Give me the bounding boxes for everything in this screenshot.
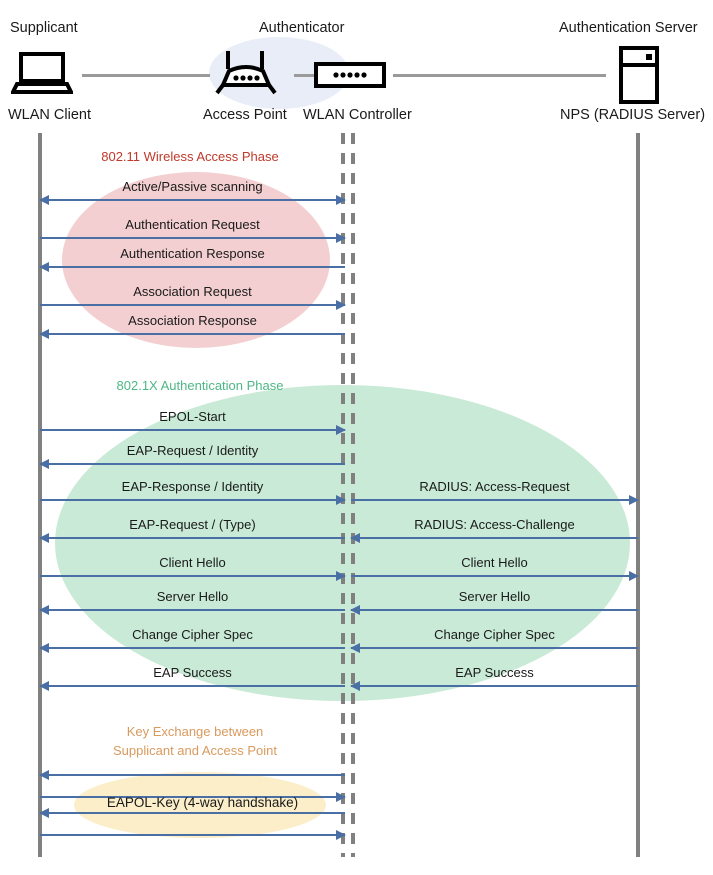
message-label: Association Request bbox=[133, 284, 252, 299]
message-row: Change Cipher Spec bbox=[350, 627, 638, 653]
arrowhead-right-icon bbox=[336, 425, 346, 435]
message-label: Change Cipher Spec bbox=[434, 627, 555, 642]
message-row: RADIUS: Access-Challenge bbox=[350, 517, 638, 543]
arrowhead-left-icon bbox=[350, 533, 360, 543]
actor-role-authenticator: Authenticator bbox=[259, 20, 345, 36]
actor-device-access-point: Access Point bbox=[203, 107, 287, 123]
phase-label-8021x: 802.1X Authentication Phase bbox=[116, 378, 284, 393]
message-row: Authentication Response bbox=[39, 246, 345, 272]
arrowhead-left-icon bbox=[39, 643, 49, 653]
message-row: EPOL-Start bbox=[40, 409, 346, 435]
message-row bbox=[40, 792, 346, 802]
phase-keyexchange-blob bbox=[74, 772, 326, 838]
message-row: Change Cipher Spec bbox=[39, 627, 345, 653]
actor-device-nps-radius-server: NPS (RADIUS Server) bbox=[560, 107, 706, 123]
message-row: EAP-Request / Identity bbox=[39, 443, 345, 469]
arrowhead-left-icon bbox=[39, 770, 49, 780]
message-label: Change Cipher Spec bbox=[132, 627, 253, 642]
wireless-access-point-icon bbox=[215, 49, 277, 95]
arrowhead-right-icon bbox=[336, 792, 346, 802]
message-label: RADIUS: Access-Challenge bbox=[414, 517, 575, 532]
message-label: EAP-Response / Identity bbox=[121, 479, 264, 494]
message-row: EAP-Response / Identity bbox=[40, 479, 346, 505]
phase-label-keyexchange-line2: Supplicant and Access Point bbox=[112, 743, 278, 758]
network-switch-icon bbox=[314, 62, 386, 88]
arrowhead-left-icon bbox=[39, 533, 49, 543]
message-label: Association Response bbox=[128, 313, 257, 328]
phase-80211-blob bbox=[62, 172, 330, 348]
message-label: Authentication Response bbox=[120, 246, 265, 261]
lifeline-supplicant bbox=[38, 133, 42, 857]
wire-ap-to-controller bbox=[294, 74, 314, 77]
arrowhead-left-icon bbox=[350, 643, 360, 653]
message-label: EAP-Request / (Type) bbox=[129, 517, 256, 532]
message-row: EAP-Request / (Type) bbox=[39, 517, 345, 543]
arrowhead-right-icon bbox=[336, 830, 346, 840]
arrowhead-left-icon bbox=[39, 329, 49, 339]
message-label: Server Hello bbox=[156, 589, 229, 604]
arrowhead-left-icon bbox=[39, 262, 49, 272]
message-label: EAP-Request / Identity bbox=[126, 443, 259, 458]
server-rack-icon bbox=[619, 46, 659, 104]
message-row: Server Hello bbox=[350, 589, 638, 615]
message-row: Association Request bbox=[40, 284, 346, 310]
message-row bbox=[40, 830, 346, 840]
arrowhead-left-icon bbox=[39, 605, 49, 615]
arrowhead-left-icon bbox=[350, 681, 360, 691]
actor-device-wlan-client: WLAN Client bbox=[8, 107, 91, 123]
keyexchange-blob-label: EAPOL-Key (4-way handshake) bbox=[106, 795, 299, 810]
arrowhead-right-icon bbox=[336, 233, 346, 243]
message-label: EAP Success bbox=[455, 665, 534, 680]
arrowhead-left-icon bbox=[350, 605, 360, 615]
actor-device-wlan-controller: WLAN Controller bbox=[303, 107, 412, 123]
actor-role-supplicant: Supplicant bbox=[10, 20, 78, 36]
wire-controller-to-server bbox=[393, 74, 606, 77]
message-label: Client Hello bbox=[159, 555, 226, 570]
message-row: RADIUS: Access-Request bbox=[351, 479, 639, 505]
message-row: Client Hello bbox=[351, 555, 639, 581]
arrowhead-right-icon bbox=[336, 495, 346, 505]
wire-client-to-ap bbox=[82, 74, 210, 77]
message-row bbox=[39, 808, 345, 818]
message-row: Active/Passive scanning bbox=[39, 179, 346, 205]
phase-label-80211: 802.11 Wireless Access Phase bbox=[101, 149, 279, 164]
arrowhead-right-icon bbox=[629, 571, 639, 581]
message-label: RADIUS: Access-Request bbox=[419, 479, 570, 494]
message-label: Authentication Request bbox=[125, 217, 260, 232]
arrowhead-right-icon bbox=[336, 571, 346, 581]
lifeline-wlan-controller bbox=[351, 133, 355, 857]
message-label: EPOL-Start bbox=[159, 409, 226, 424]
message-row: EAP Success bbox=[350, 665, 638, 691]
phase-label-keyexchange-line1: Key Exchange between bbox=[126, 724, 264, 739]
arrowhead-right-icon bbox=[336, 195, 346, 205]
message-row: Client Hello bbox=[40, 555, 346, 581]
message-row bbox=[39, 770, 345, 780]
arrowhead-right-icon bbox=[336, 300, 346, 310]
message-row: Authentication Request bbox=[40, 217, 346, 243]
laptop-icon bbox=[9, 52, 75, 94]
arrowhead-left-icon bbox=[39, 459, 49, 469]
message-row: EAP Success bbox=[39, 665, 345, 691]
message-label: Server Hello bbox=[458, 589, 531, 604]
message-label: EAP Success bbox=[153, 665, 232, 680]
message-row: Association Response bbox=[39, 313, 345, 339]
arrowhead-left-icon bbox=[39, 681, 49, 691]
arrowhead-left-icon bbox=[39, 808, 49, 818]
actor-role-authentication-server: Authentication Server bbox=[559, 20, 698, 36]
message-label: Active/Passive scanning bbox=[122, 179, 263, 194]
message-label: Client Hello bbox=[461, 555, 528, 570]
arrowhead-left-icon bbox=[39, 195, 49, 205]
arrowhead-right-icon bbox=[629, 495, 639, 505]
message-row: Server Hello bbox=[39, 589, 345, 615]
